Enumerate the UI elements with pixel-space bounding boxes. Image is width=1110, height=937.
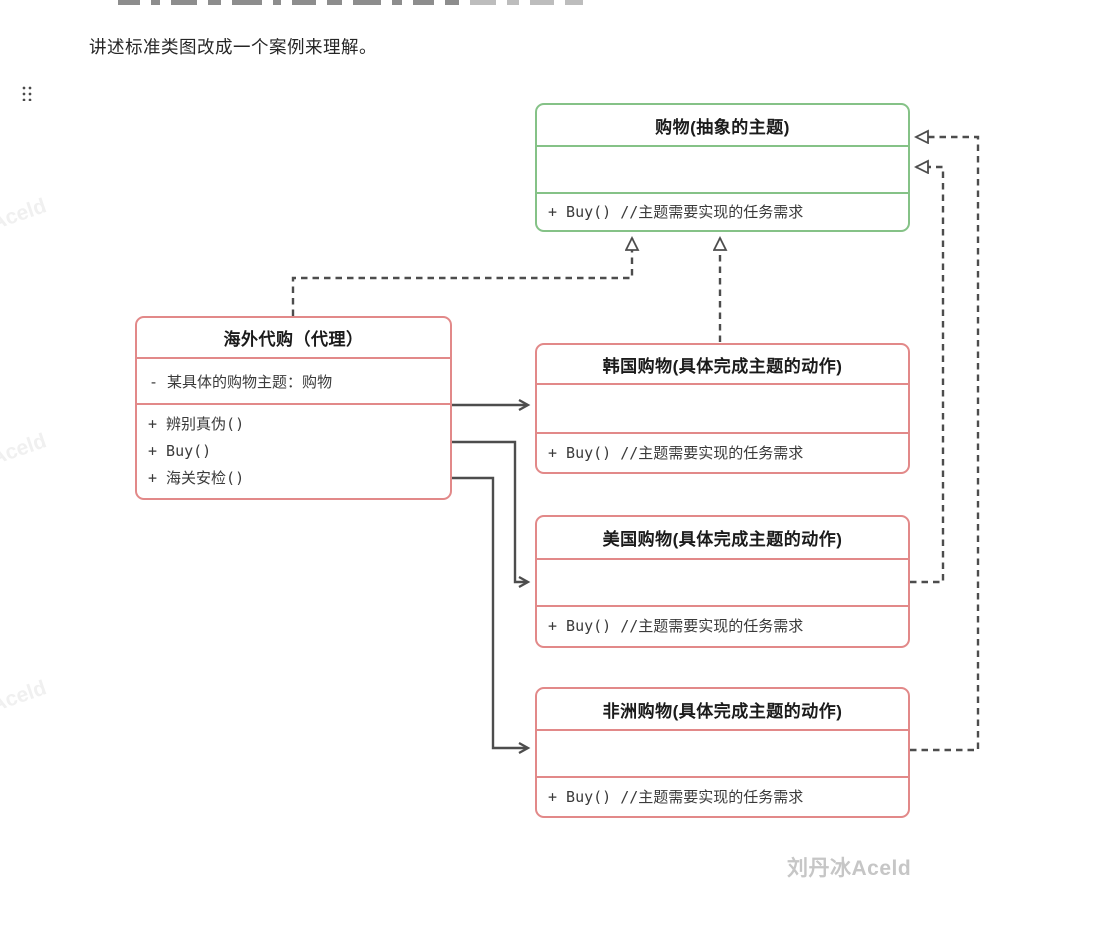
class-methods: + Buy() //主题需要实现的任务需求 — [537, 194, 908, 230]
side-watermark: Aceld — [0, 676, 50, 717]
class-method: + Buy() //主题需要实现的任务需求 — [548, 787, 804, 806]
class-title: 美国购物(具体完成主题的动作) — [537, 517, 908, 560]
relation-africa-abstract — [910, 137, 980, 752]
class-title: 购物(抽象的主题) — [537, 105, 908, 147]
class-method: + Buy() — [148, 442, 212, 460]
class-title: 非洲购物(具体完成主题的动作) — [537, 689, 908, 731]
relation-proxy-usa — [452, 440, 531, 589]
class-attributes-empty — [537, 560, 908, 607]
class-attributes: - 某具体的购物主题：购物 — [137, 359, 450, 405]
relation-proxy-africa — [452, 476, 531, 755]
clipped-heading-fragments — [118, 0, 678, 6]
class-attributes-empty — [537, 731, 908, 778]
relation-usa-abstract — [910, 167, 945, 584]
class-attribute: - 某具体的购物主题：购物 — [149, 372, 333, 391]
class-title: 韩国购物(具体完成主题的动作) — [537, 345, 908, 385]
class-method: + 海关安检() — [148, 469, 245, 487]
class-box-proxy: 海外代购（代理） - 某具体的购物主题：购物 + 辨别真伪() + Buy() … — [135, 316, 452, 500]
class-methods: + Buy() //主题需要实现的任务需求 — [537, 607, 908, 646]
class-method: + Buy() //主题需要实现的任务需求 — [548, 443, 804, 462]
side-watermark: Aceld — [0, 429, 50, 470]
author-watermark: 刘丹冰Aceld — [787, 857, 912, 880]
class-box-usa: 美国购物(具体完成主题的动作) + Buy() //主题需要实现的任务需求 — [535, 515, 910, 648]
intro-text: 讲述标准类图改成一个案例来理解。 — [89, 37, 377, 57]
class-box-abstract-subject: 购物(抽象的主题) + Buy() //主题需要实现的任务需求 — [535, 103, 910, 232]
class-methods: + 辨别真伪() + Buy() + 海关安检() — [137, 405, 450, 498]
class-method: + Buy() //主题需要实现的任务需求 — [548, 617, 804, 635]
side-watermark: Aceld — [0, 194, 50, 235]
class-methods: + Buy() //主题需要实现的任务需求 — [537, 778, 908, 816]
class-method: + Buy() //主题需要实现的任务需求 — [548, 202, 804, 221]
class-title: 海外代购（代理） — [137, 318, 450, 359]
class-attributes-empty — [537, 147, 908, 194]
relation-proxy-abstract — [291, 238, 632, 316]
drag-handle-icon[interactable] — [20, 84, 32, 101]
class-attributes-empty — [537, 385, 908, 434]
class-methods: + Buy() //主题需要实现的任务需求 — [537, 434, 908, 472]
class-method: + 辨别真伪() — [148, 415, 245, 433]
class-box-korea: 韩国购物(具体完成主题的动作) + Buy() //主题需要实现的任务需求 — [535, 343, 910, 474]
class-box-africa: 非洲购物(具体完成主题的动作) + Buy() //主题需要实现的任务需求 — [535, 687, 910, 818]
